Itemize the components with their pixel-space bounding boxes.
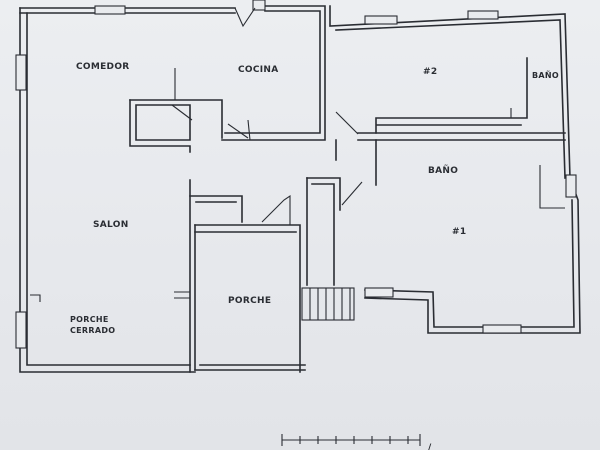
window-top-1 bbox=[94, 5, 126, 15]
stairs bbox=[301, 287, 355, 321]
window-top-2 bbox=[364, 15, 398, 25]
right-wall-outer bbox=[329, 5, 581, 334]
porch-door bbox=[261, 194, 291, 225]
bath-door bbox=[341, 181, 363, 206]
label-salon: SALON bbox=[93, 220, 129, 230]
hall-wall-right bbox=[335, 139, 377, 186]
salon-right-wall bbox=[189, 179, 196, 373]
kitchen-island bbox=[135, 104, 191, 141]
window-right-1 bbox=[565, 174, 577, 198]
window-top-kitchen bbox=[252, 0, 266, 11]
bedroom2-door bbox=[335, 111, 359, 135]
window-left-1 bbox=[15, 54, 27, 91]
top-wall-left-inner bbox=[19, 10, 321, 134]
label-porche: PORCHE bbox=[228, 296, 271, 306]
label-dorm2: #2 bbox=[423, 67, 437, 77]
scale-label: / bbox=[428, 443, 432, 450]
window-bottom-1 bbox=[482, 324, 522, 334]
exterior-walls bbox=[19, 5, 581, 373]
window-porch bbox=[364, 287, 394, 298]
bedroom2-walls bbox=[335, 57, 566, 141]
label-bano-small: BAÑO bbox=[532, 70, 559, 80]
label-dorm1: #1 bbox=[452, 227, 466, 237]
label-comedor: COMEDOR bbox=[76, 62, 130, 72]
scale-ticks bbox=[281, 434, 421, 446]
kitchen-counter-left bbox=[129, 99, 191, 153]
hall-walls bbox=[306, 139, 565, 286]
stair-treads bbox=[309, 288, 351, 320]
left-wall-outer bbox=[19, 7, 196, 373]
kitchen-partitions bbox=[129, 7, 256, 153]
hall-wall-stairs bbox=[306, 177, 341, 286]
kitchen-counter-top bbox=[129, 99, 223, 139]
label-porche-cerrado-1: PORCHE bbox=[70, 315, 109, 324]
kitchen-door-top bbox=[234, 7, 256, 28]
bath-small-wall bbox=[375, 57, 528, 134]
right-wall-inner bbox=[335, 19, 575, 328]
salon-closet bbox=[189, 195, 243, 223]
top-wall-left bbox=[19, 5, 326, 141]
windows bbox=[15, 0, 577, 349]
window-top-3 bbox=[467, 10, 499, 20]
room-labels: COMEDOR COCINA #2 BAÑO BAÑO #1 SALON POR… bbox=[70, 62, 559, 335]
scale-bar: / bbox=[281, 434, 432, 450]
label-bano-main: BAÑO bbox=[428, 165, 458, 176]
left-wall-inner bbox=[26, 12, 191, 366]
porch-cerrado-mark bbox=[30, 294, 41, 302]
bedroom2-bottom-wall bbox=[357, 132, 566, 141]
kitchen-door bbox=[227, 119, 251, 141]
stair-box bbox=[301, 287, 355, 321]
bath-fixture bbox=[539, 165, 565, 209]
label-cocina: COCINA bbox=[238, 65, 279, 75]
porch-top-wall bbox=[194, 224, 301, 373]
salon-porch-walls bbox=[30, 179, 306, 373]
label-porche-cerrado-2: CERRADO bbox=[70, 326, 115, 335]
salon-opening bbox=[174, 291, 190, 299]
kitchen-partition bbox=[171, 68, 193, 121]
window-left-2 bbox=[15, 311, 27, 349]
porch-bottom-wall bbox=[194, 364, 306, 371]
